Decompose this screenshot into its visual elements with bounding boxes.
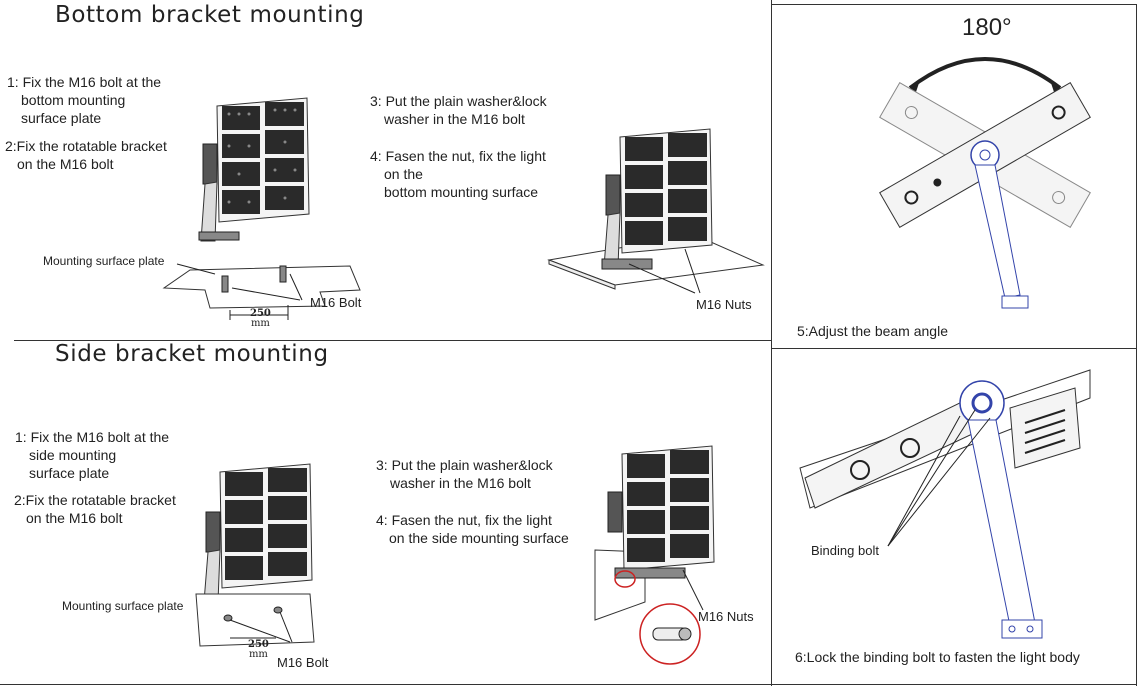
side-step-2: 2:Fix the rotatable bracket on the M16 b… — [14, 492, 176, 526]
bottom-step-1: 1: Fix the M16 bolt at the bottom mounti… — [7, 74, 162, 126]
mounting-plate-bottom-left — [162, 265, 361, 320]
bottom-bolt-label: M16 Bolt — [310, 295, 362, 310]
bottom-nuts-label: M16 Nuts — [696, 297, 752, 312]
side-plate-label: Mounting surface plate — [62, 599, 184, 613]
bottom-plate-leader — [176, 263, 216, 275]
side-section-title: Side bracket mounting — [55, 341, 329, 367]
bottom-step-3: 3: Put the plain washer&lock washer in t… — [370, 93, 547, 127]
binding-bolt-label: Binding bolt — [811, 543, 879, 558]
step-5-text: 5:Adjust the beam angle — [797, 323, 948, 339]
bottom-border — [0, 684, 1137, 685]
side-nuts-label: M16 Nuts — [698, 609, 754, 624]
bottom-plate-label: Mounting surface plate — [43, 254, 165, 268]
side-dimension: 250 mm — [248, 639, 269, 660]
side-step-1: 1: Fix the M16 bolt at the side mounting… — [15, 429, 170, 481]
beam-angle-illustration — [879, 57, 1091, 309]
bottom-section-title: Bottom bracket mounting — [55, 2, 365, 28]
bottom-dimension: 250 mm — [250, 308, 271, 329]
side-bolt-label: M16 Bolt — [277, 655, 329, 670]
right-top-border — [771, 4, 1136, 5]
floodlight-installed-bottom — [547, 128, 765, 294]
floodlight-installed-side — [594, 445, 715, 665]
bottom-step-4: 4: Fasen the nut, fix the light on the b… — [370, 148, 546, 200]
step-6-text: 6:Lock the binding bolt to fasten the li… — [795, 649, 1080, 665]
angle-label: 180° — [962, 14, 1012, 41]
vertical-divider — [771, 0, 772, 686]
middle-divider — [14, 340, 771, 341]
floodlight-illustration-side-left — [203, 463, 313, 603]
binding-bolt-illustration — [799, 369, 1091, 639]
floodlight-illustration-bottom-left — [198, 97, 310, 242]
right-middle-divider — [771, 348, 1137, 349]
bottom-step-2: 2:Fix the rotatable bracket on the M16 b… — [5, 138, 167, 172]
right-edge-border — [1136, 4, 1137, 686]
side-step-4: 4: Fasen the nut, fix the light on the s… — [376, 512, 569, 546]
mounting-plate-side-left — [195, 593, 315, 647]
side-step-3: 3: Put the plain washer&lock washer in t… — [376, 457, 553, 491]
